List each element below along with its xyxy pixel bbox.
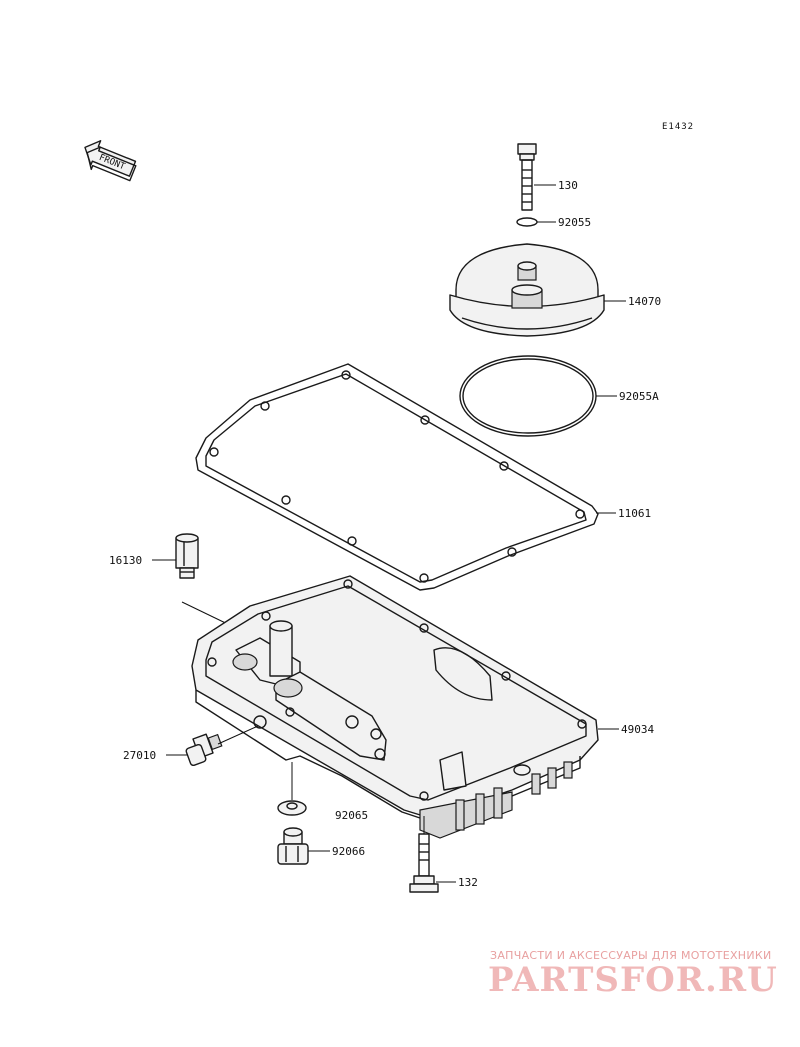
o-ring-92055[interactable]: [516, 217, 538, 227]
diagram-code: E1432: [662, 122, 694, 132]
part-label-27010[interactable]: 27010: [123, 749, 156, 762]
part-label-92055a[interactable]: 92055A: [619, 390, 659, 403]
drain-plug-92066[interactable]: [277, 827, 309, 865]
switch-27010[interactable]: [185, 733, 223, 767]
bolt-130[interactable]: [517, 143, 537, 211]
watermark-tagline: ЗАПЧАСТИ И АКСЕССУАРЫ ДЛЯ МОТОТЕХНИКИ: [490, 949, 772, 962]
gasket-11061[interactable]: [195, 363, 599, 591]
oil-filter-cover-14070[interactable]: [449, 243, 605, 337]
part-label-92066[interactable]: 92066: [332, 845, 365, 858]
part-label-49034[interactable]: 49034: [621, 723, 654, 736]
part-label-92065[interactable]: 92065: [335, 809, 368, 822]
o-ring-92055a[interactable]: [459, 355, 597, 437]
part-label-130[interactable]: 130: [558, 179, 578, 192]
leader-27010-target: [217, 725, 259, 745]
part-label-132[interactable]: 132: [458, 876, 478, 889]
oil-pan-49034[interactable]: [191, 575, 599, 839]
front-arrow-icon: FRONT: [84, 140, 137, 182]
fitting-16130[interactable]: [175, 533, 199, 579]
part-label-16130[interactable]: 16130: [109, 554, 142, 567]
bolt-132[interactable]: [409, 833, 439, 893]
part-label-11061[interactable]: 11061: [618, 507, 651, 520]
washer-92065[interactable]: [277, 800, 307, 816]
watermark-logo: PARTSFOR.RU: [488, 960, 778, 1000]
part-label-92055[interactable]: 92055: [558, 216, 591, 229]
part-label-14070[interactable]: 14070: [628, 295, 661, 308]
